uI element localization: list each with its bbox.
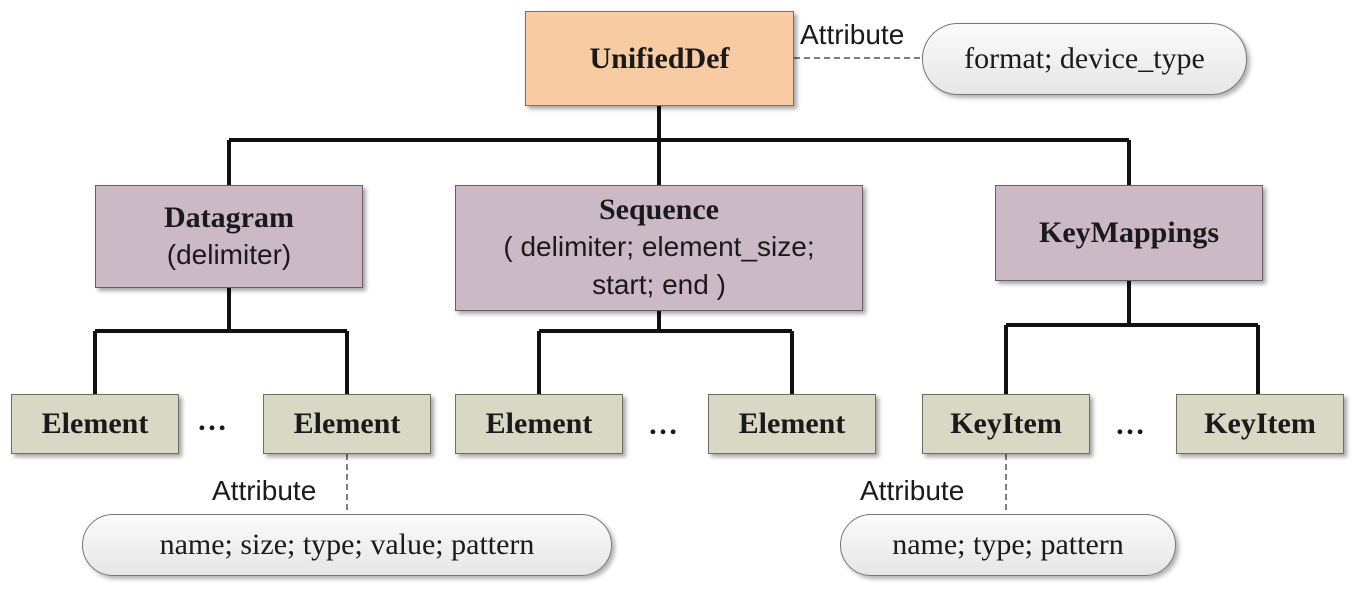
sequence-params-line2: start; end ) [592,269,726,300]
root-attribute-pill: format; device_type [922,23,1247,95]
unifieddef-node: UnifiedDef [525,11,794,106]
keyitem-node-last: KeyItem [1176,394,1344,454]
datagram-node: Datagram (delimiter) [95,185,363,288]
keyitem-label: KeyItem [1204,407,1316,440]
sequence-node: Sequence ( delimiter; element_size; star… [455,185,863,311]
keyitem-label: KeyItem [950,407,1062,440]
datagram-label: Datagram [164,200,294,234]
sequence-element-node-first: Element [455,394,623,454]
keymappings-label: KeyMappings [1038,216,1220,249]
keyitem-attribute-value: name; type; pattern [892,528,1124,561]
sequence-label: Sequence [599,193,719,226]
keymappings-children-ellipsis: … [1115,408,1145,441]
element-attribute-label: Attribute [212,475,317,506]
element-label: Element [738,407,846,440]
sequence-params-line1: ( delimiter; element_size; [503,231,815,262]
element-attribute-value: name; size; type; value; pattern [159,528,535,561]
keymappings-node: KeyMappings [995,185,1263,281]
datagram-children-ellipsis: … [197,404,227,437]
root-attribute-value: format; device_type [964,42,1205,75]
root-attribute-label: Attribute [800,19,905,50]
datagram-element-node-first: Element [11,394,179,454]
element-attribute-pill: name; size; type; value; pattern [82,514,612,576]
element-label: Element [485,407,593,440]
sequence-element-node-last: Element [708,394,876,454]
element-label: Element [293,407,401,440]
keyitem-attribute-label: Attribute [860,475,965,506]
sequence-children-ellipsis: … [648,408,678,441]
datagram-params: (delimiter) [166,238,292,270]
keyitem-attribute-pill: name; type; pattern [840,514,1176,576]
unifieddef-label: UnifiedDef [589,41,730,75]
element-label: Element [41,407,149,440]
datagram-element-node-last: Element [263,394,431,454]
keyitem-node-first: KeyItem [922,394,1090,454]
